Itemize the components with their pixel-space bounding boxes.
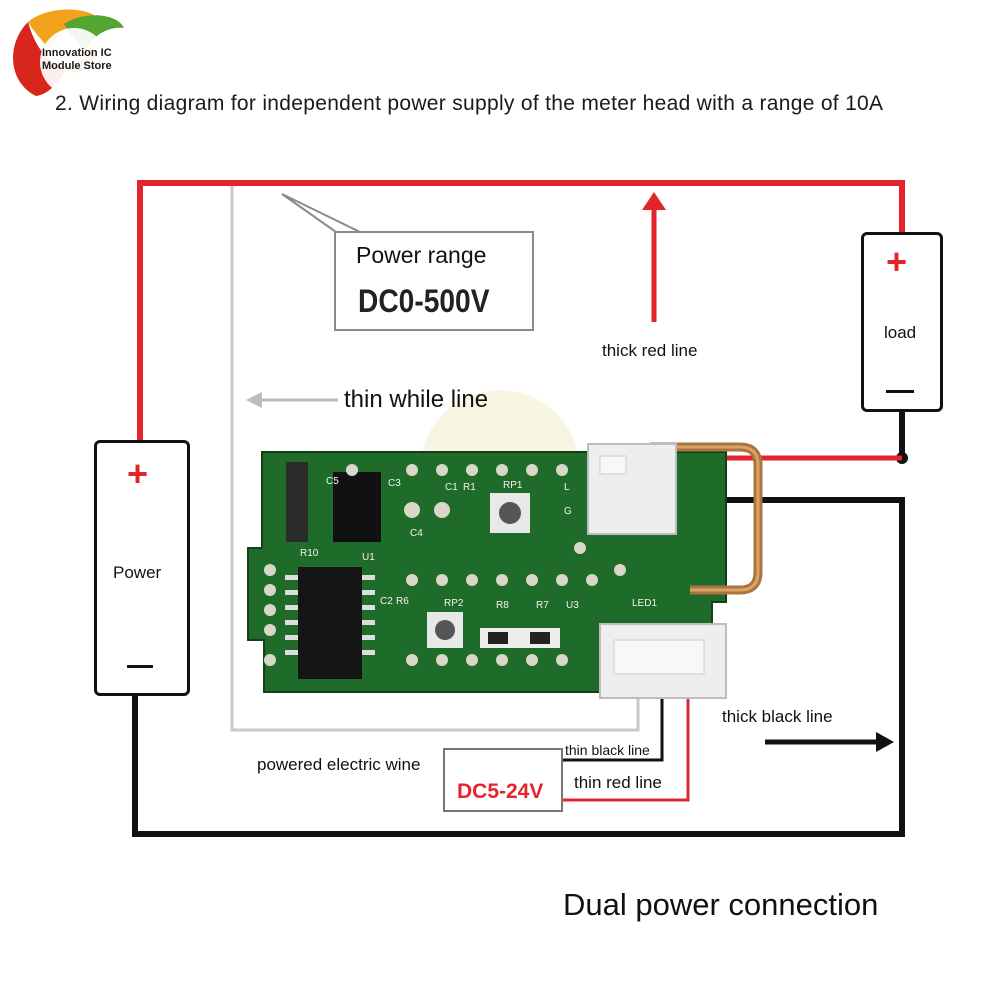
power-range-callout: Power range DC0-500V [334, 231, 534, 331]
pcb-label: LED1 [632, 598, 657, 609]
pcb-label: C5 [326, 476, 339, 487]
leaf-logo-icon [13, 9, 124, 96]
chip-u1 [333, 472, 381, 542]
minus-icon [127, 665, 153, 668]
power-supply-box: + Power [94, 440, 190, 696]
thick-black-line-label: thick black line [722, 707, 833, 726]
pcb-label: R8 [496, 600, 509, 611]
callout-pointer [281, 193, 361, 233]
plus-icon: + [127, 453, 149, 494]
pcb-label: U1 [362, 552, 375, 563]
thin-black-wire [559, 698, 664, 762]
aux-power-supply: DC5-24V [443, 748, 563, 812]
chip-u2 [298, 567, 362, 679]
load-label: load [884, 323, 917, 342]
pcb-label: C2 [380, 596, 393, 607]
pcb-label: C3 [388, 478, 401, 489]
logo-line-1: Innovation IC [42, 47, 112, 59]
diagram-caption: Dual power connection [563, 887, 879, 922]
thick-black-wire [132, 497, 905, 837]
pcb-label: R7 [536, 600, 549, 611]
pcb-label: U3 [566, 600, 579, 611]
pcb-label: R1 [463, 482, 476, 493]
pcb-label: R10 [300, 548, 319, 559]
grey-arrow-head [246, 392, 262, 408]
pcb-label: C1 [445, 482, 458, 493]
load-box: + load [861, 232, 943, 412]
pcb-label: G [564, 506, 572, 517]
callout-range: DC0-500V [358, 283, 490, 319]
red-arrow-head [642, 192, 666, 210]
pcb-label: R6 [396, 596, 409, 607]
pcb-label: RP1 [503, 480, 523, 491]
thick-red-line-label: thick red line [602, 341, 698, 360]
logo-line-2: Module Store [42, 60, 112, 72]
minus-icon [886, 390, 914, 393]
plus-icon: + [886, 241, 908, 282]
thin-red-wire [559, 698, 690, 802]
power-label: Power [113, 563, 162, 582]
pcb-label: C4 [410, 528, 423, 539]
powered-electric-wine-label: powered electric wine [257, 755, 421, 774]
pcb-label: L [564, 482, 570, 493]
thick-red-wire-top [137, 180, 905, 440]
thin-while-line-label: thin while line [344, 386, 489, 413]
pcb-label: RP2 [444, 598, 464, 609]
logo-text: Innovation IC Module Store [42, 47, 112, 73]
aux-supply-label: DC5-24V [457, 780, 544, 803]
store-logo: Innovation IC Module Store [6, 4, 126, 104]
thin-white-wire [230, 185, 640, 732]
resistor-array [286, 462, 308, 542]
page-title: 2. Wiring diagram for independent power … [55, 92, 884, 115]
black-arrow-head [876, 732, 894, 752]
thin-black-line-label: thin black line [565, 742, 650, 758]
callout-title: Power range [356, 242, 487, 268]
thin-red-line-label: thin red line [574, 773, 662, 792]
